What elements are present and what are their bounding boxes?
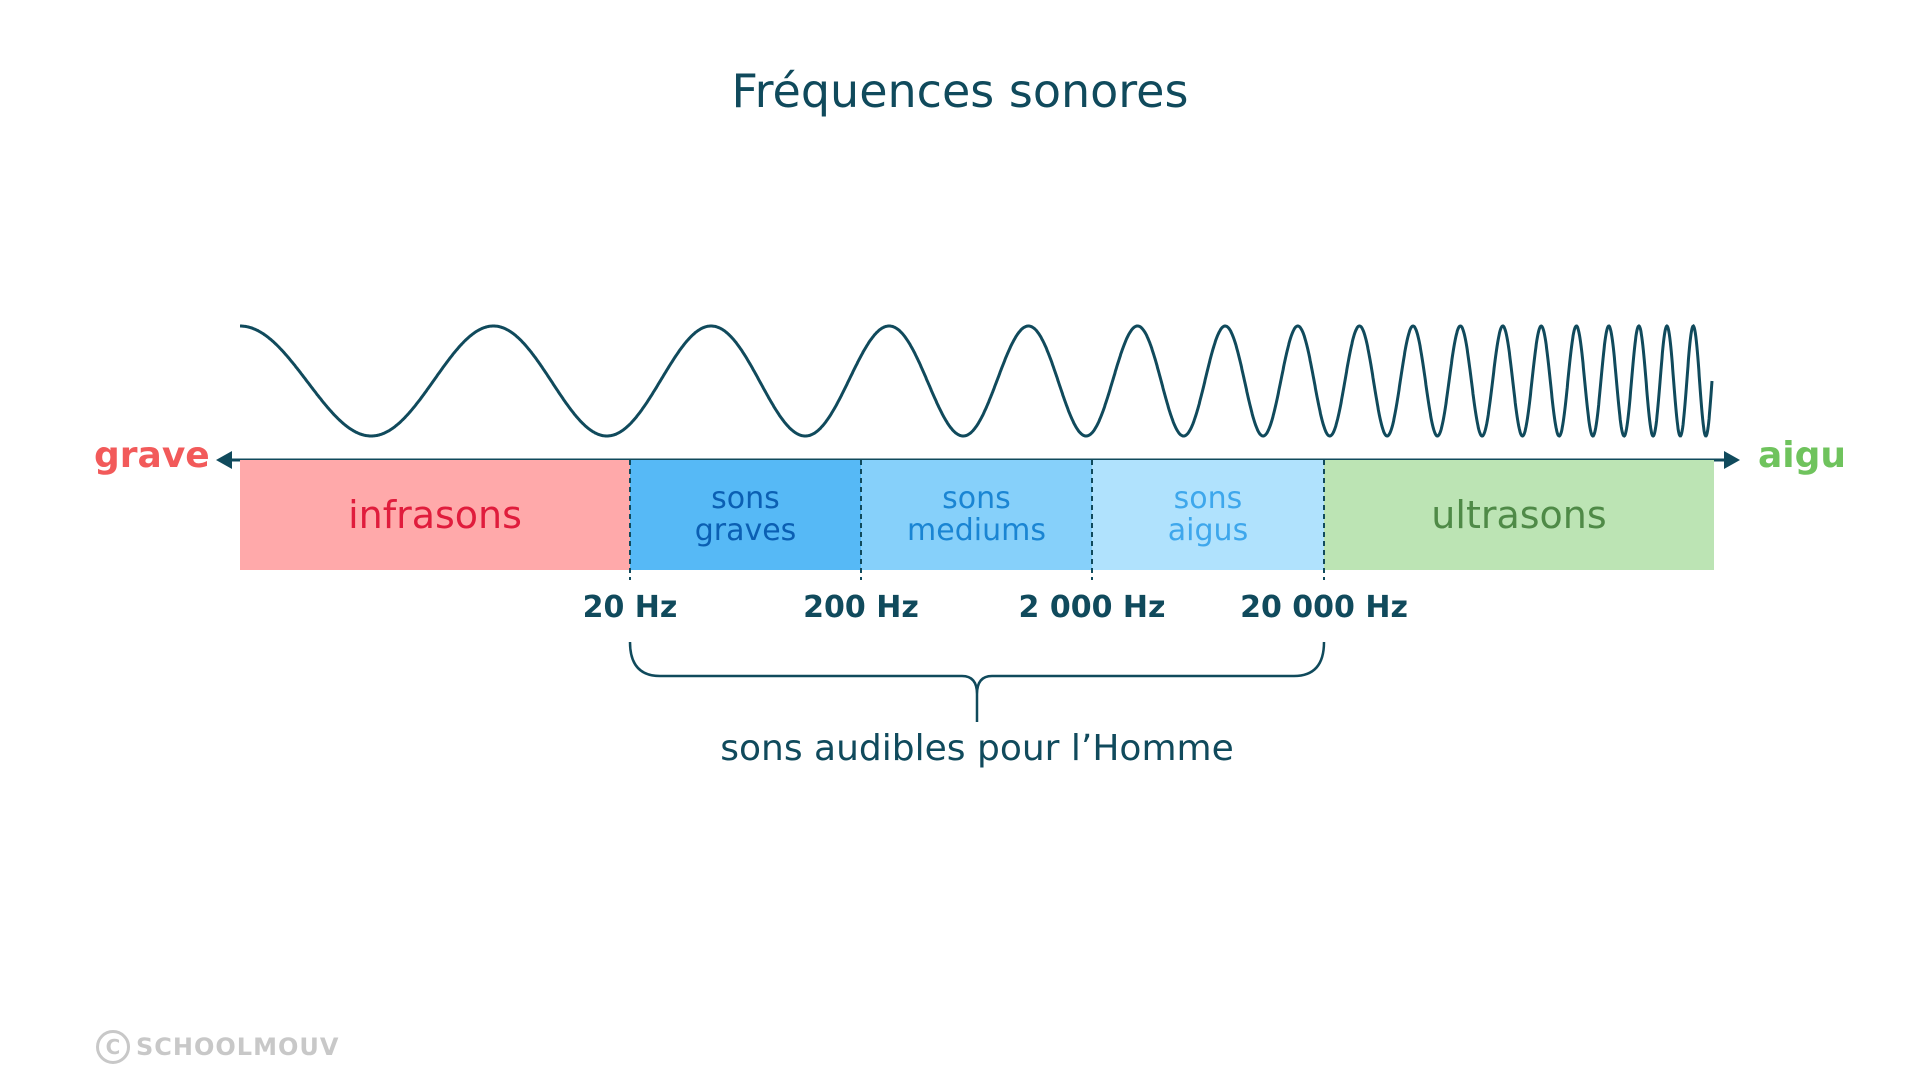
band-sons-mediums: sons mediums: [861, 460, 1092, 570]
copyright-icon: C: [96, 1030, 130, 1064]
schoolmouv-logo: C SCHOOLMOUV: [96, 1030, 339, 1064]
axis-arrow-left-icon: [216, 451, 232, 469]
freq-label-20000hz: 20 000 Hz: [1240, 590, 1408, 625]
band-sons-graves: sons graves: [630, 460, 861, 570]
audible-sounds-label: sons audibles pour l’Homme: [720, 728, 1234, 769]
band-sons-mediums-label-2: mediums: [907, 513, 1046, 548]
diagram-title: Fréquences sonores: [731, 64, 1189, 118]
band-infrasons: infrasons: [240, 460, 630, 570]
aigu-label: aigu: [1758, 435, 1847, 476]
band-sons-mediums-label-1: sons: [942, 481, 1011, 516]
band-ultrasons-label: ultrasons: [1431, 493, 1607, 537]
band-sons-aigus-label-1: sons: [1173, 481, 1243, 516]
audible-brace: [628, 641, 1326, 722]
freq-label-200hz: 200 Hz: [803, 590, 919, 625]
band-infrasons-label: infrasons: [348, 493, 522, 537]
grave-label: grave: [94, 435, 210, 476]
band-sons-graves-label-2: graves: [694, 513, 797, 548]
band-ultrasons: ultrasons: [1324, 460, 1714, 570]
axis-arrow-right-icon: [1724, 451, 1740, 469]
wave-path: [240, 323, 1714, 438]
logo-text: SCHOOLMOUV: [136, 1033, 340, 1061]
freq-label-2000hz: 2 000 Hz: [1018, 590, 1166, 625]
band-sons-graves-label-1: sons: [711, 481, 780, 516]
band-sons-aigus: sons aigus: [1092, 460, 1324, 570]
freq-label-20hz: 20 Hz: [582, 590, 678, 625]
band-sons-aigus-label-2: aigus: [1167, 513, 1249, 548]
